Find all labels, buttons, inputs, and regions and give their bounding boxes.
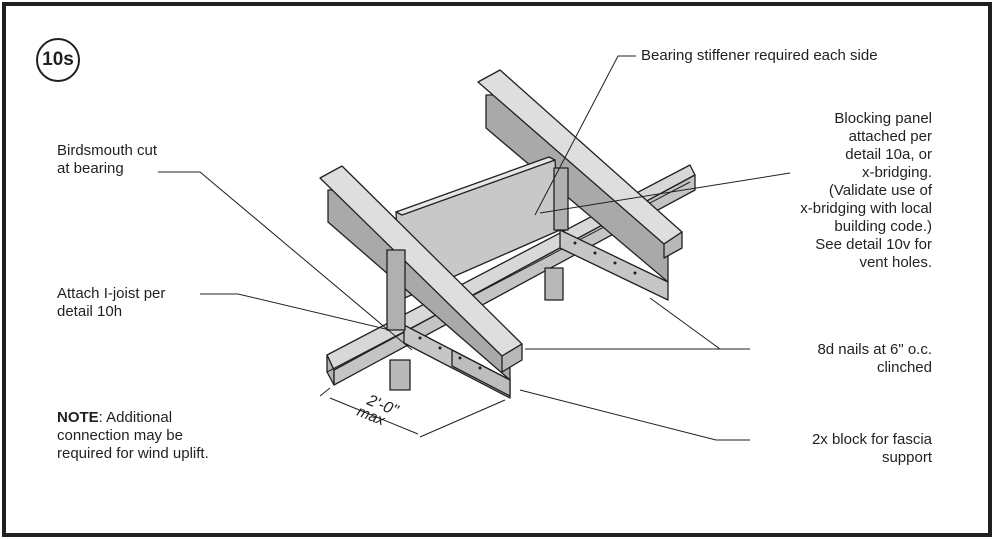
back-joist-flange-bottom [559,229,669,301]
detail-number-badge: 10s [36,38,80,82]
back-joist-flange-side [663,231,683,259]
support-post-front [389,359,411,391]
bearing-stiffener-front [386,249,406,331]
label-nails: 8d nails at 6" o.c. clinched [817,341,932,376]
front-joist-flange-side [501,343,523,373]
fascia-block [451,349,511,397]
support-post-back [544,267,564,301]
leader-lines [158,55,791,441]
dimension-line [319,387,506,438]
note-prefix: NOTE [57,409,99,426]
label-birdsmouth: Birdsmouth cut at bearing [57,142,158,177]
nail-marks [418,241,637,370]
label-bearing-stiffener: Bearing stiffener required each side [641,47,878,64]
label-block-fascia: 2x block for fascia support [811,431,932,466]
label-blocking-panel: Blocking panel attached per detail 10a, … [800,110,932,271]
note-text: : Additional connection may be required … [57,409,209,462]
bearing-stiffener-back [553,167,569,231]
blocking-panel-top [395,156,556,216]
label-attach-ijoist: Attach I-joist per detail 10h [57,285,166,320]
note-wind-uplift: NOTE: Additional connection may be requi… [57,409,209,463]
